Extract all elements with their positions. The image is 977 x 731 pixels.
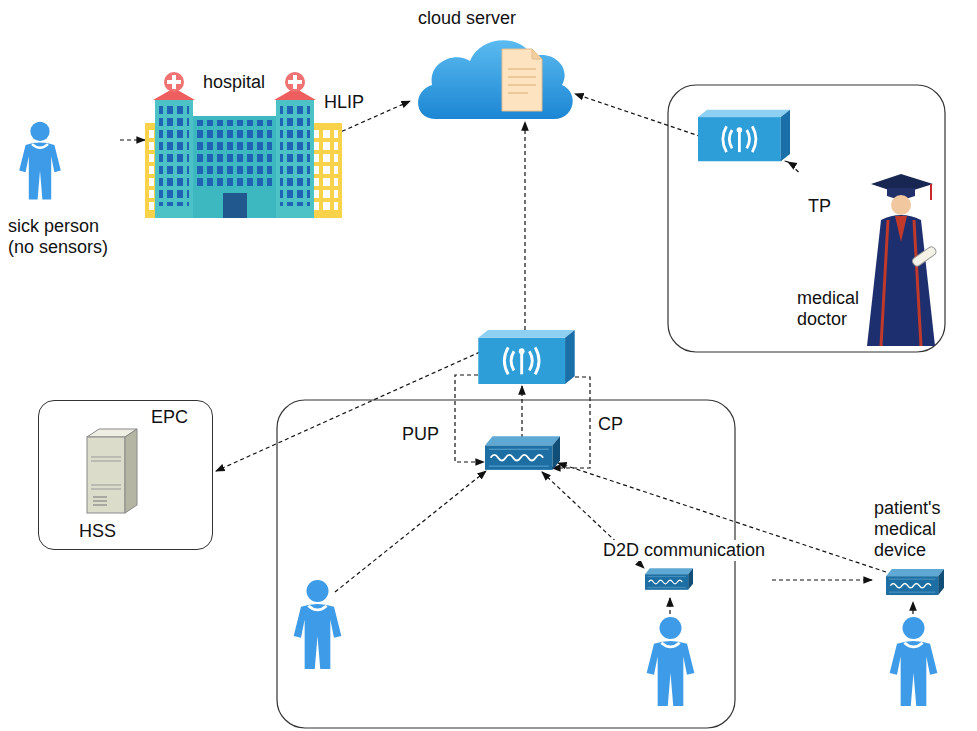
node-label: sick person (no sensors) bbox=[8, 216, 116, 258]
medical-device-node-part bbox=[886, 569, 944, 595]
doctor-node-part bbox=[914, 220, 921, 346]
hospital-node-part bbox=[223, 193, 247, 218]
cloud-node-part bbox=[418, 40, 573, 119]
hospital-node-part bbox=[159, 106, 189, 206]
doctor-node-part bbox=[930, 184, 932, 200]
person-figure bbox=[294, 580, 342, 669]
plane-label: PUP bbox=[400, 424, 441, 445]
node-label: hospital bbox=[203, 72, 265, 93]
gateway-uplink bbox=[521, 386, 522, 438]
node-label: EPC bbox=[151, 407, 188, 428]
hospital-node: hospital bbox=[145, 68, 342, 218]
pup-path bbox=[455, 375, 484, 462]
connector-arrow bbox=[120, 139, 145, 140]
doctor-region bbox=[668, 85, 945, 352]
hospital-node-part bbox=[280, 106, 310, 206]
d2d-device-node-part bbox=[645, 568, 693, 590]
link-label: TP bbox=[806, 196, 833, 217]
user-arrow bbox=[669, 598, 670, 614]
node-label: cloud server bbox=[418, 8, 516, 29]
hospital-node-part bbox=[155, 100, 193, 218]
user-arrow bbox=[335, 471, 486, 592]
cloud-node-part bbox=[502, 49, 542, 111]
epc-box-part bbox=[87, 437, 125, 513]
doctor-node-part bbox=[891, 195, 911, 215]
epc-arrow bbox=[216, 352, 480, 471]
layout-links bbox=[216, 122, 913, 614]
hospital-node-part bbox=[276, 100, 314, 218]
plane-label: CP bbox=[596, 414, 625, 435]
cloud-node: cloud server bbox=[410, 5, 575, 125]
doctor-node-part bbox=[911, 245, 937, 267]
uplink-arrow bbox=[524, 122, 525, 330]
d2d-device-node: D2D communication bbox=[600, 540, 772, 596]
medical-device-node: patient's medical device bbox=[872, 498, 971, 602]
cloud-node-part bbox=[532, 49, 542, 59]
node-label: D2D communication bbox=[600, 540, 768, 561]
hospital-node-part bbox=[288, 75, 302, 89]
base-station-icon bbox=[698, 110, 790, 162]
person-figure bbox=[890, 617, 938, 706]
person-figure bbox=[647, 617, 695, 706]
gateway-icon bbox=[485, 436, 560, 470]
hospital-node-part bbox=[164, 72, 184, 92]
user-arrow bbox=[912, 602, 913, 614]
hospital-node-part bbox=[193, 116, 276, 218]
patient-node: sick person (no sensors) bbox=[8, 108, 120, 268]
node-label: patient's medical device bbox=[874, 498, 968, 561]
doctor-node-part bbox=[895, 216, 907, 242]
connector-arrow bbox=[772, 579, 872, 580]
hospital-node-part bbox=[285, 72, 305, 92]
connector-arrow bbox=[575, 94, 799, 172]
doctor-node-part bbox=[867, 215, 935, 346]
cloud-node-part bbox=[508, 69, 536, 93]
device-arrow bbox=[558, 463, 886, 572]
hospital-node-part bbox=[197, 120, 272, 190]
epc-box: EPC HSS bbox=[38, 400, 213, 550]
patient-node-part bbox=[19, 122, 61, 200]
epc-box-part bbox=[125, 429, 137, 513]
base-station-icon bbox=[478, 330, 574, 384]
doctor-node-part bbox=[881, 220, 888, 346]
node-label: medical doctor bbox=[797, 288, 863, 330]
patient-region bbox=[277, 400, 735, 728]
epc-box-part bbox=[91, 457, 121, 489]
link-label: HLIP bbox=[322, 92, 366, 113]
epc-box-part bbox=[93, 497, 107, 505]
hospital-node-part bbox=[167, 75, 181, 89]
node-sublabel: HSS bbox=[79, 521, 116, 542]
